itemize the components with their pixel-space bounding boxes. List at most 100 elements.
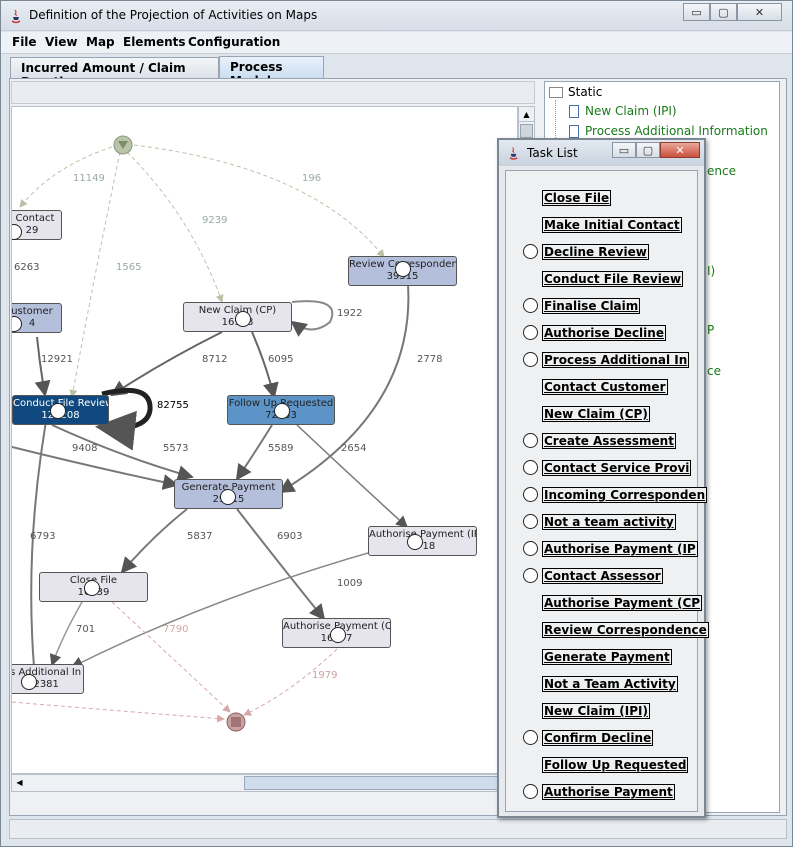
- task-label[interactable]: Finalise Claim: [542, 298, 641, 314]
- tree-item-new-claim-ipi[interactable]: New Claim (IPI): [569, 104, 677, 118]
- menu-map[interactable]: Map: [86, 35, 115, 49]
- task-label[interactable]: Confirm Decline: [542, 730, 654, 746]
- task-item[interactable]: Process Additional In: [506, 350, 696, 370]
- tree-item-partial[interactable]: P: [707, 323, 715, 337]
- edge-label: 11149: [73, 173, 105, 184]
- task-radio-button[interactable]: [523, 298, 538, 313]
- task-label[interactable]: Generate Payment: [542, 649, 672, 665]
- task-label[interactable]: Conduct File Review: [542, 271, 684, 287]
- task-label[interactable]: Incoming Corresponden: [542, 487, 708, 503]
- tree-item-partial[interactable]: ence: [707, 164, 736, 178]
- task-radio-button[interactable]: [523, 514, 538, 529]
- task-item[interactable]: Create Assessment: [506, 431, 696, 451]
- task-item[interactable]: Decline Review: [506, 242, 696, 262]
- map-toolbar-strip: [11, 81, 535, 104]
- task-label[interactable]: Not a Team Activity: [542, 676, 678, 692]
- task-label[interactable]: Authorise Payment (IP: [542, 541, 698, 557]
- task-label[interactable]: Contact Customer: [542, 379, 668, 395]
- task-label[interactable]: Process Additional In: [542, 352, 690, 368]
- task-item[interactable]: Review Correspondence: [506, 620, 709, 640]
- status-bar: [9, 819, 787, 839]
- task-list-minimize-button[interactable]: ▭: [612, 142, 636, 158]
- task-item[interactable]: Contact Customer: [506, 377, 696, 397]
- menu-view[interactable]: View: [45, 35, 78, 49]
- edge-label: 6903: [277, 531, 303, 542]
- menu-configuration[interactable]: Configuration: [188, 35, 281, 49]
- task-radio-button[interactable]: [523, 487, 538, 502]
- task-label[interactable]: Make Initial Contact: [542, 217, 682, 233]
- maximize-button[interactable]: ▢: [710, 3, 737, 21]
- task-radio-button[interactable]: [523, 352, 538, 367]
- tab-process-model[interactable]: Process Model: [219, 56, 324, 88]
- task-list-maximize-button[interactable]: ▢: [636, 142, 660, 158]
- task-item[interactable]: Authorise Payment (IP: [506, 539, 698, 559]
- task-label[interactable]: Decline Review: [542, 244, 649, 260]
- tree-root[interactable]: Static: [549, 85, 602, 99]
- edge-label: 1009: [337, 578, 363, 589]
- scroll-up-arrow-icon[interactable]: ▲: [519, 107, 534, 122]
- task-item[interactable]: Conduct File Review: [506, 269, 696, 289]
- tree-item-partial[interactable]: ce: [707, 364, 721, 378]
- task-label[interactable]: New Claim (CP): [542, 406, 650, 422]
- tree-item-process-additional-information[interactable]: Process Additional Information: [569, 124, 768, 138]
- task-label[interactable]: Close File: [542, 190, 612, 206]
- task-list-close-button[interactable]: ✕: [660, 142, 700, 158]
- task-radio-button[interactable]: [523, 325, 538, 340]
- task-item[interactable]: Confirm Decline: [506, 728, 696, 748]
- task-radio-button[interactable]: [523, 460, 538, 475]
- task-item[interactable]: Incoming Corresponden: [506, 485, 708, 505]
- task-label[interactable]: Follow Up Requested: [542, 757, 689, 773]
- task-radio-button[interactable]: [523, 244, 538, 259]
- task-label[interactable]: Authorise Payment: [542, 784, 675, 800]
- scroll-left-arrow-icon[interactable]: ◀: [16, 778, 23, 787]
- task-label[interactable]: Review Correspondence: [542, 622, 709, 638]
- edge-label: 8712: [202, 354, 228, 365]
- task-label[interactable]: Authorise Payment (CP: [542, 595, 703, 611]
- task-item[interactable]: Generate Payment: [506, 647, 696, 667]
- task-item[interactable]: Authorise Payment (CP: [506, 593, 703, 613]
- task-radio-button[interactable]: [523, 784, 538, 799]
- process-edges: [12, 135, 410, 732]
- task-item[interactable]: Authorise Payment: [506, 782, 696, 802]
- horizontal-scroll-thumb[interactable]: [244, 776, 514, 790]
- menu-file[interactable]: File: [12, 35, 37, 49]
- task-label[interactable]: New Claim (IPI): [542, 703, 650, 719]
- edge-label: 9239: [202, 215, 228, 226]
- task-item[interactable]: Contact Assessor: [506, 566, 696, 586]
- close-button[interactable]: ✕: [737, 3, 782, 21]
- edge-label: 196: [302, 173, 322, 184]
- tab-incurred-amount[interactable]: Incurred Amount / Claim Duration: [10, 57, 219, 89]
- task-label[interactable]: Contact Service Provi: [542, 460, 692, 476]
- task-item[interactable]: Close File: [506, 188, 696, 208]
- task-item[interactable]: Contact Service Provi: [506, 458, 696, 478]
- minimize-button[interactable]: ▭: [683, 3, 710, 21]
- tree-item-partial[interactable]: I): [707, 264, 716, 278]
- task-item[interactable]: Finalise Claim: [506, 296, 696, 316]
- task-radio-button[interactable]: [523, 730, 538, 745]
- task-item[interactable]: Make Initial Contact: [506, 215, 696, 235]
- task-radio-button[interactable]: [523, 433, 538, 448]
- task-label[interactable]: Not a team activity: [542, 514, 676, 530]
- task-label[interactable]: Contact Assessor: [542, 568, 663, 584]
- task-list-title-bar: Task List ▭ ▢ ✕: [499, 140, 704, 166]
- canvas-horizontal-scrollbar[interactable]: ◀: [11, 774, 518, 792]
- task-item[interactable]: Not a Team Activity: [506, 674, 696, 694]
- menu-elements[interactable]: Elements: [123, 35, 186, 49]
- task-radio-button[interactable]: [523, 568, 538, 583]
- scroll-thumb[interactable]: [520, 124, 533, 138]
- edge-label: 5573: [163, 443, 189, 454]
- java-app-icon: [11, 9, 21, 24]
- task-item[interactable]: Follow Up Requested: [506, 755, 696, 775]
- process-model-canvas[interactable]: 11149 196 9239 6263 1565 1922 12921 8712…: [11, 106, 518, 774]
- task-item[interactable]: Authorise Decline: [506, 323, 696, 343]
- task-item[interactable]: New Claim (IPI): [506, 701, 696, 721]
- task-item[interactable]: Not a team activity: [506, 512, 696, 532]
- activity-marker: [235, 311, 251, 327]
- task-label[interactable]: Authorise Decline: [542, 325, 666, 341]
- task-label[interactable]: Create Assessment: [542, 433, 676, 449]
- task-item[interactable]: New Claim (CP): [506, 404, 696, 424]
- edge-label: 12921: [41, 354, 73, 365]
- task-radio-button[interactable]: [523, 541, 538, 556]
